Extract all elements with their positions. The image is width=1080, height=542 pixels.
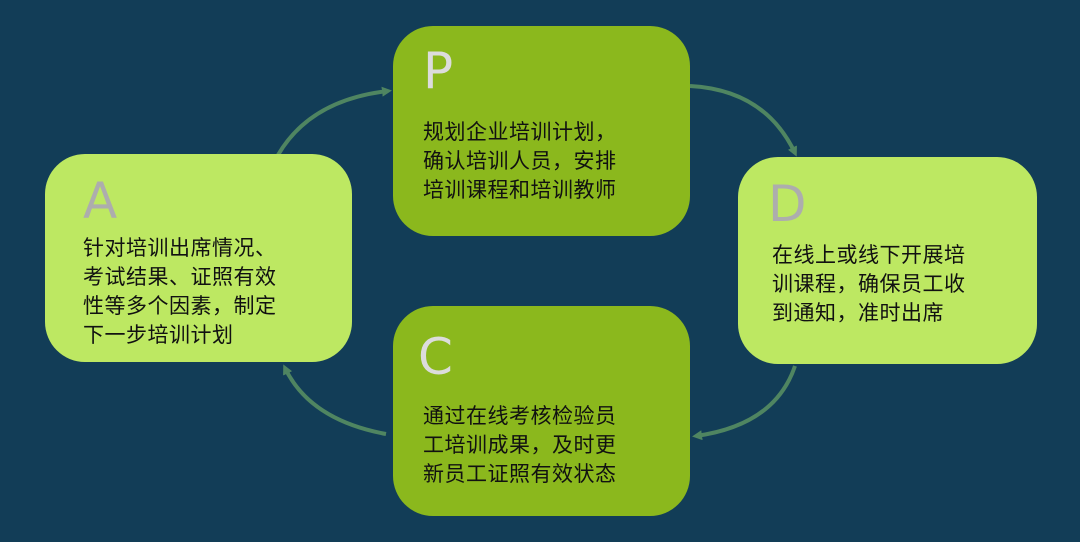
act-box: A 针对培训出席情况、 考试结果、证照有效 性等多个因素，制定 下一步培训计划: [45, 154, 352, 362]
act-description: 针对培训出席情况、 考试结果、证照有效 性等多个因素，制定 下一步培训计划: [83, 236, 277, 347]
do-letter: D: [768, 175, 807, 233]
do-description: 在线上或线下开展培 训课程，确保员工收 到通知，准时出席: [772, 243, 966, 325]
check-box: C 通过在线考核检验员 工培训成果，及时更 新员工证照有效状态: [393, 306, 690, 516]
arrow-plan-to-do: [689, 84, 797, 157]
check-description: 通过在线考核检验员 工培训成果，及时更 新员工证照有效状态: [423, 404, 617, 486]
arrow-check-to-act: [283, 364, 387, 436]
plan-description: 规划企业培训计划， 确认培训人员，安排 培训课程和培训教师: [423, 120, 617, 202]
plan-box: P 规划企业培训计划， 确认培训人员，安排 培训课程和培训教师: [393, 26, 690, 236]
plan-letter: P: [423, 42, 454, 100]
act-letter: A: [83, 172, 118, 230]
arrow-do-to-check: [692, 365, 797, 441]
check-letter: C: [418, 328, 453, 386]
do-box: D 在线上或线下开展培 训课程，确保员工收 到通知，准时出席: [738, 157, 1037, 364]
arrow-act-to-plan: [276, 86, 392, 157]
